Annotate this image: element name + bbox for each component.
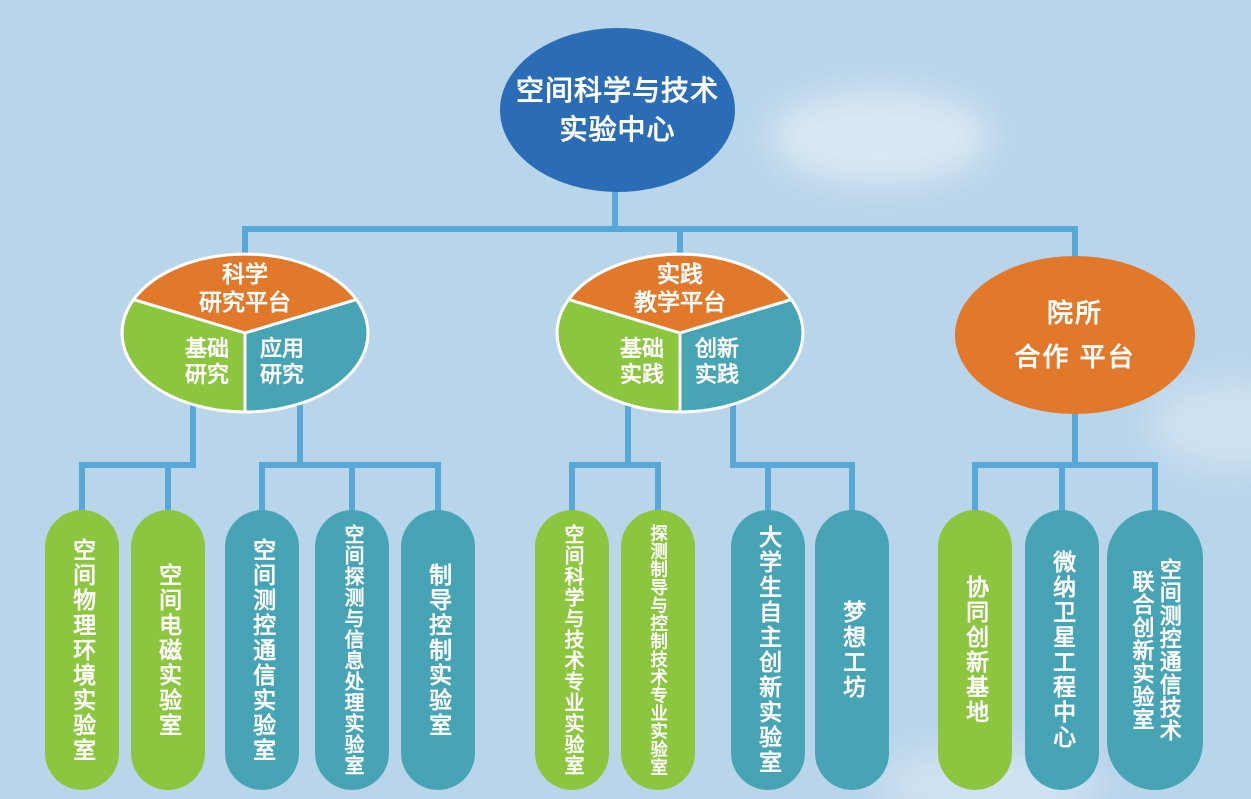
connector [569,462,661,468]
platform-pie-graphic [120,252,370,414]
leaf-dream-workshop: 梦想工坊 [815,510,889,790]
leaf-label: 空间电磁实验室 [155,562,182,738]
connector [165,462,171,516]
connector [242,226,248,258]
cloud-decoration [770,90,990,185]
leaf-label: 制导控制实验室 [425,562,452,738]
connector [242,226,1078,232]
platform-science-research-label: 科学 研究平台 [199,261,291,315]
leaf-collaborative-innovation-base: 协同创新基地 [938,510,1012,790]
connector [1072,400,1078,468]
sector-applied-research-shape [243,298,370,414]
connector [677,226,683,258]
connector [297,392,303,468]
sector-practice-title-shape [567,252,793,335]
leaf-label: 探测制导与控制技术专业实验室 [648,524,669,776]
connector [730,462,855,468]
connector [569,462,575,516]
leaf-guidance-control-lab: 制导控制实验室 [401,510,475,790]
leaf-space-detection-info-processing-lab: 空间探测与信息处理实验室 [315,510,389,790]
connector [79,462,196,468]
sector-innovation-practice-label: 创新 实践 [694,336,739,388]
leaf-label: 梦想工坊 [839,600,866,700]
sector-basic-research-shape [120,298,247,414]
connector [1059,462,1065,516]
platform-institute-cooperation: 院所 合作 平台 [955,256,1195,414]
platform-practice-teaching-label: 实践 教学平台 [634,261,726,315]
leaf-space-physics-environment-lab: 空间物理环境实验室 [45,510,119,790]
leaf-space-science-tech-major-lab: 空间科学与技术专业实验室 [535,510,609,790]
leaf-label: 空间探测与信息处理实验室 [341,524,363,776]
sector-basic-research-label: 基础 研究 [184,336,229,388]
leaf-student-innovation-lab: 大学生自主创新实验室 [731,510,805,790]
connector [730,392,736,468]
sector-science-title-shape [132,252,358,335]
leaf-label: 大学生自主创新实验室 [755,525,782,775]
sector-basic-practice-label: 基础 实践 [619,336,664,388]
connector [765,462,771,516]
connector [625,392,631,468]
leaf-joint-innovation-lab: 空间测控通信技术 联合创新实验室 [1107,510,1203,790]
connector [1072,226,1078,262]
connector [435,462,441,516]
leaf-label: 协同创新基地 [962,575,989,725]
leaf-space-electromagnetic-lab: 空间电磁实验室 [131,510,205,790]
cloud-decoration [1150,380,1251,470]
leaf-micro-nano-satellite-center: 微纳卫星工程中心 [1025,510,1099,790]
leaf-label: 空间测控通信实验室 [249,537,276,763]
connector [849,462,855,516]
sector-basic-practice-shape [555,298,682,414]
connector [972,462,978,516]
platform-institute-cooperation-label: 院所 合作 平台 [1014,297,1136,372]
connector [1152,462,1158,516]
connector [655,462,661,516]
connector [972,462,1158,468]
leaf-label: 空间科学与技术专业实验室 [561,524,583,776]
connector [259,462,265,516]
platform-practice-teaching: 实践 教学平台 基础 实践 创新 实践 [555,252,805,414]
sector-applied-research-label: 应用 研究 [259,336,304,388]
leaf-label: 空间物理环境实验室 [69,537,96,763]
root-node: 空间科学与技术 实验中心 [500,28,735,192]
leaf-detection-guidance-control-major-lab: 探测制导与控制技术专业实验室 [621,510,695,790]
root-node-label: 空间科学与技术 实验中心 [515,74,719,145]
connector [79,462,85,516]
leaf-label-column: 空间测控通信技术 [1156,558,1182,742]
leaf-label-column: 联合创新实验室 [1129,569,1155,731]
leaf-space-ttc-communication-lab: 空间测控通信实验室 [225,510,299,790]
connector [349,462,355,516]
connector [612,186,618,232]
platform-science-research: 科学 研究平台 基础 研究 应用 研究 [120,252,370,414]
connector [190,392,196,468]
sector-innovation-practice-shape [678,298,805,414]
platform-pie-graphic [555,252,805,414]
leaf-label: 微纳卫星工程中心 [1049,550,1076,750]
